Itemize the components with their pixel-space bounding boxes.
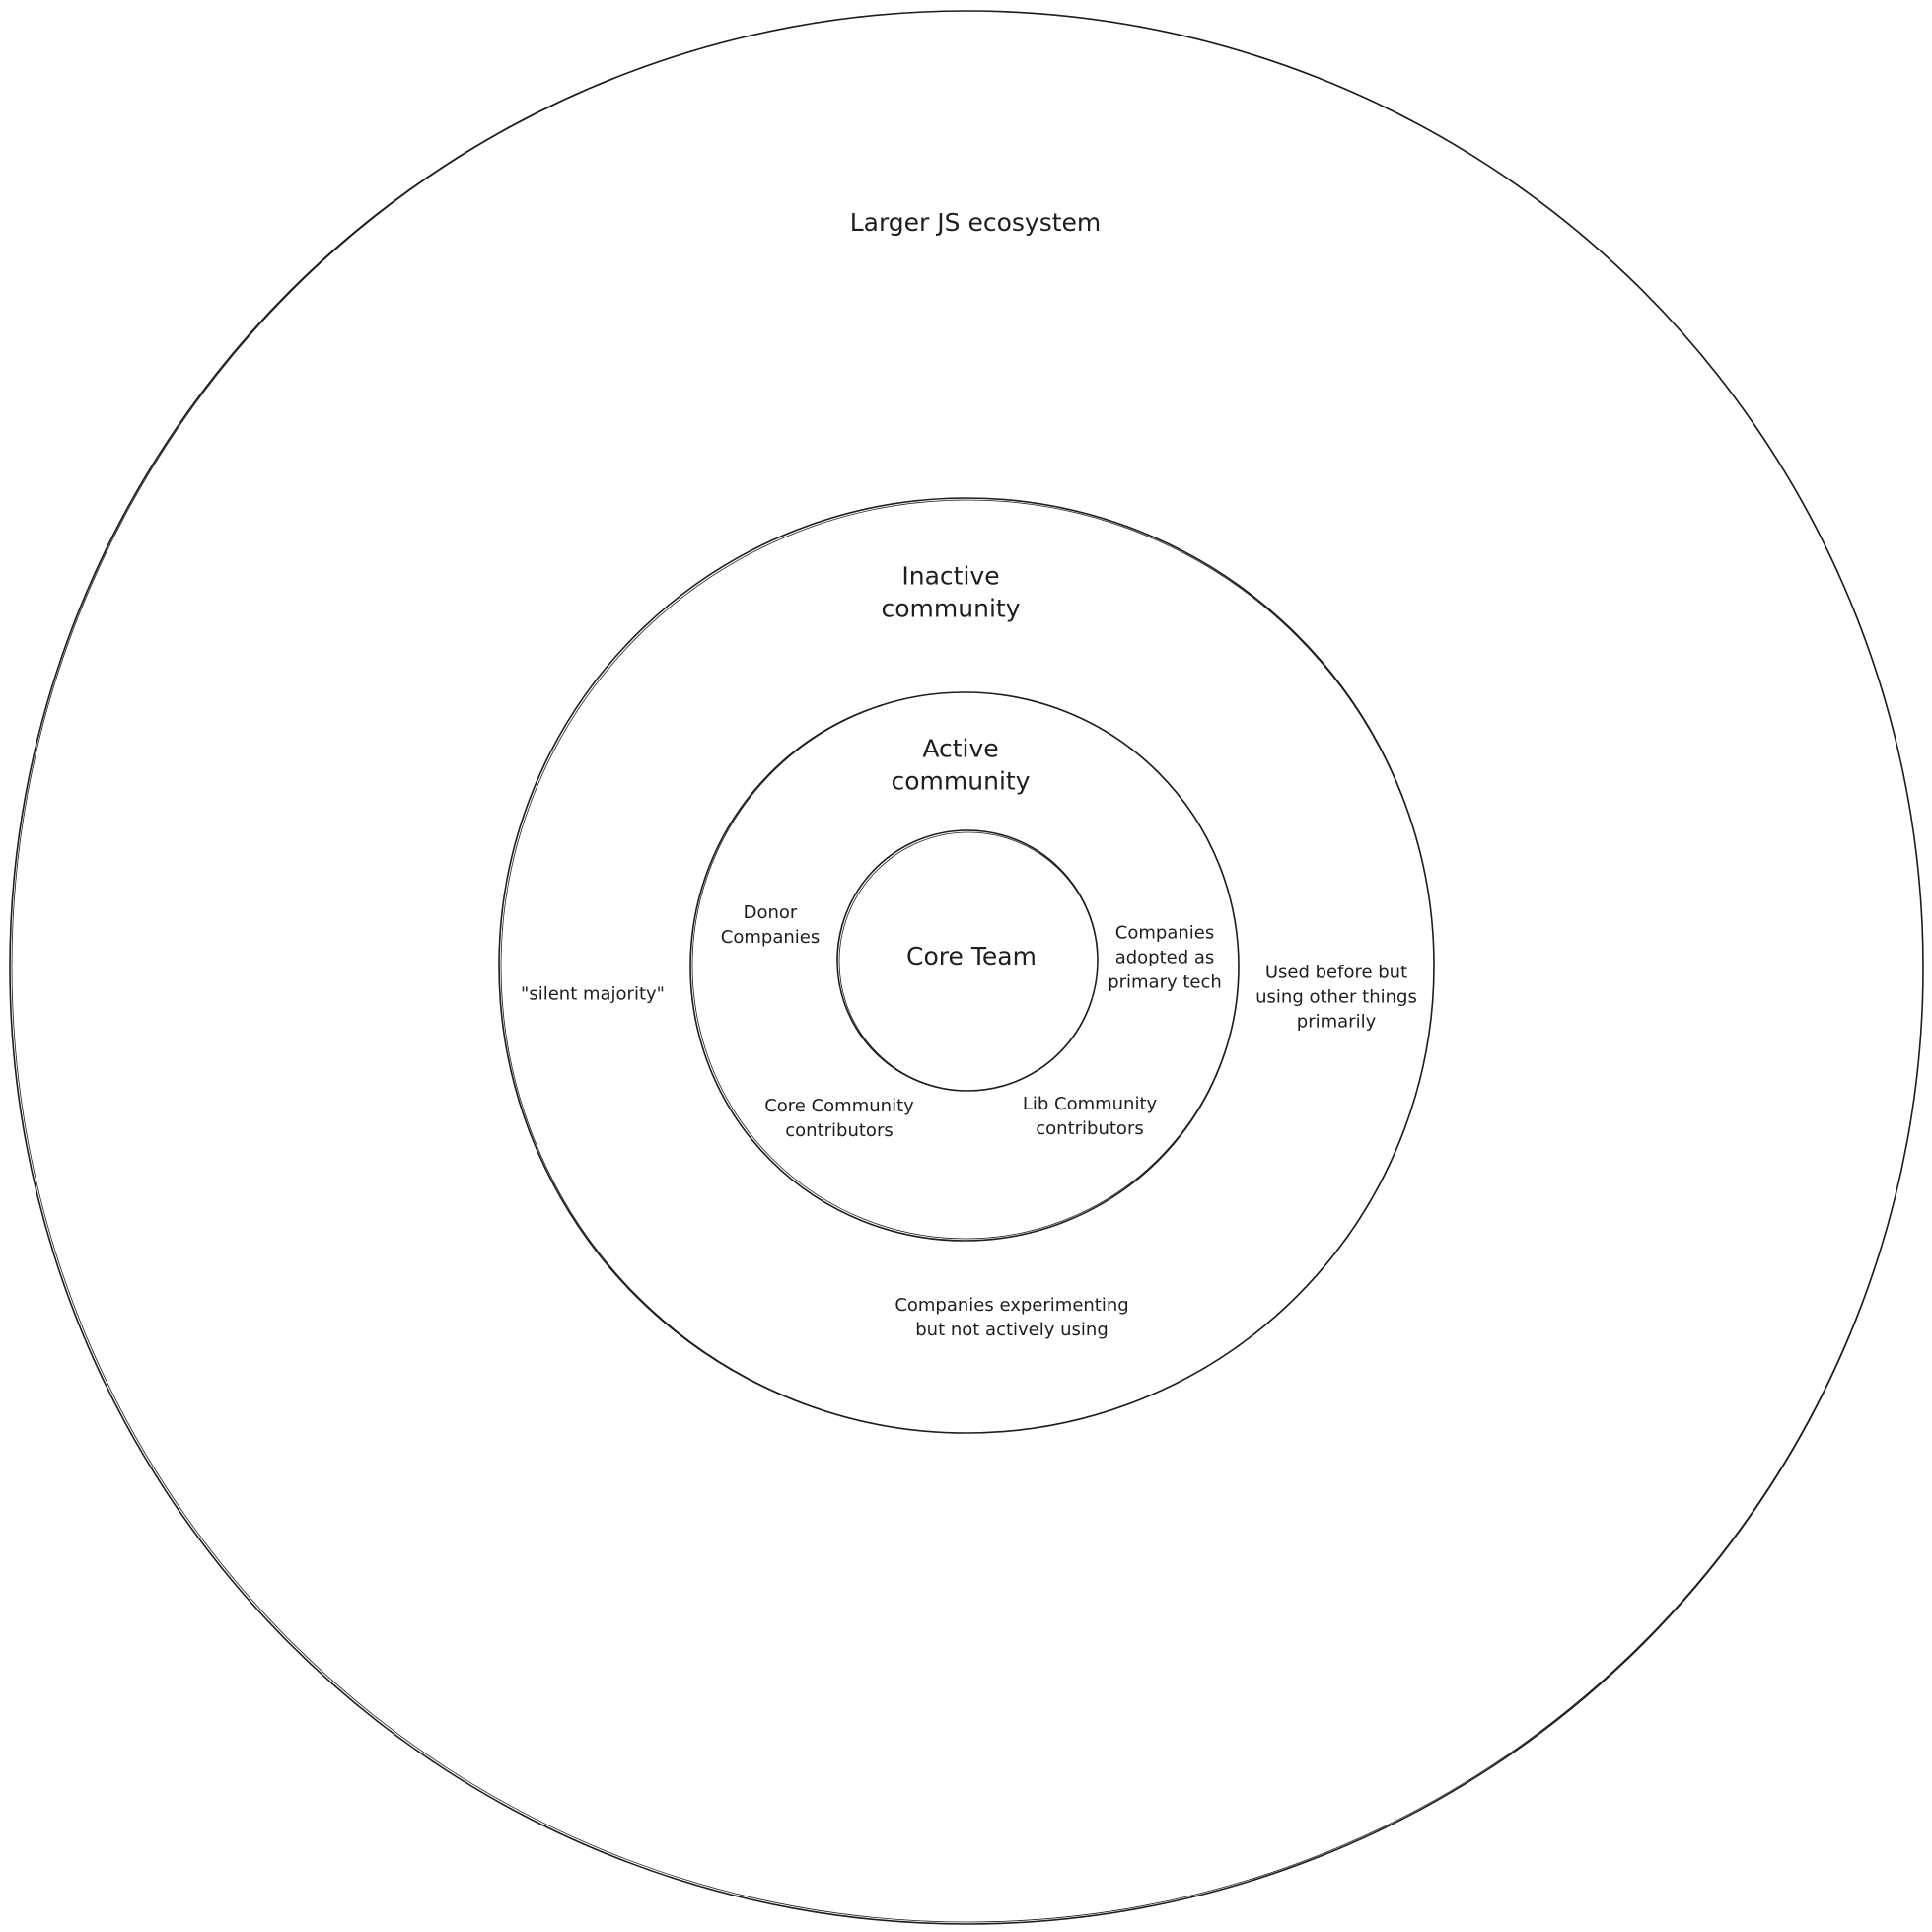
ring-larger-ecosystem-sketch <box>11 10 1924 1923</box>
note-line: Core Community <box>764 1096 914 1116</box>
label-inactive-community: Inactive community <box>882 561 1021 625</box>
note-silent-majority: "silent majority" <box>521 983 665 1005</box>
label-line: Inactive <box>901 561 1000 591</box>
label-line: community <box>891 766 1031 795</box>
label-line: community <box>881 594 1021 622</box>
label-core-team: Core Team <box>906 941 1037 970</box>
note-line: contributors <box>785 1120 894 1141</box>
ring-inactive-sketch <box>500 499 1435 1434</box>
label-active-community: Active community <box>892 734 1031 798</box>
note-line: primarily <box>1296 1011 1377 1033</box>
note-core-community-contributors: Core Community contributors <box>764 1094 914 1143</box>
note-lib-community-contributors: Lib Community contributors <box>1023 1092 1157 1141</box>
note-line: Used before but <box>1264 962 1408 983</box>
note-companies-adopted: Companies adopted as primary tech <box>1108 921 1222 995</box>
note-line: Lib Community <box>1022 1094 1158 1114</box>
note-line: contributors <box>1036 1118 1144 1139</box>
note-line: adopted as <box>1114 947 1215 968</box>
ring-active-sketch <box>691 691 1240 1240</box>
note-companies-experimenting: Companies experimenting but not actively… <box>894 1293 1128 1342</box>
ring-core-sketch <box>838 831 1099 1092</box>
note-line: Companies experimenting <box>894 1295 1129 1316</box>
note-line: Companies <box>720 927 821 948</box>
note-used-before: Used before but using other things prima… <box>1255 961 1417 1035</box>
note-line: Donor <box>743 902 798 923</box>
note-donor-companies: Donor Companies <box>721 900 820 950</box>
note-line: primary tech <box>1108 971 1222 993</box>
note-line: Companies <box>1114 922 1215 944</box>
note-line: but not actively using <box>915 1320 1109 1340</box>
label-larger-ecosystem: Larger JS ecosystem <box>849 207 1102 237</box>
note-line: using other things <box>1255 986 1417 1008</box>
label-line: Active <box>922 734 999 763</box>
